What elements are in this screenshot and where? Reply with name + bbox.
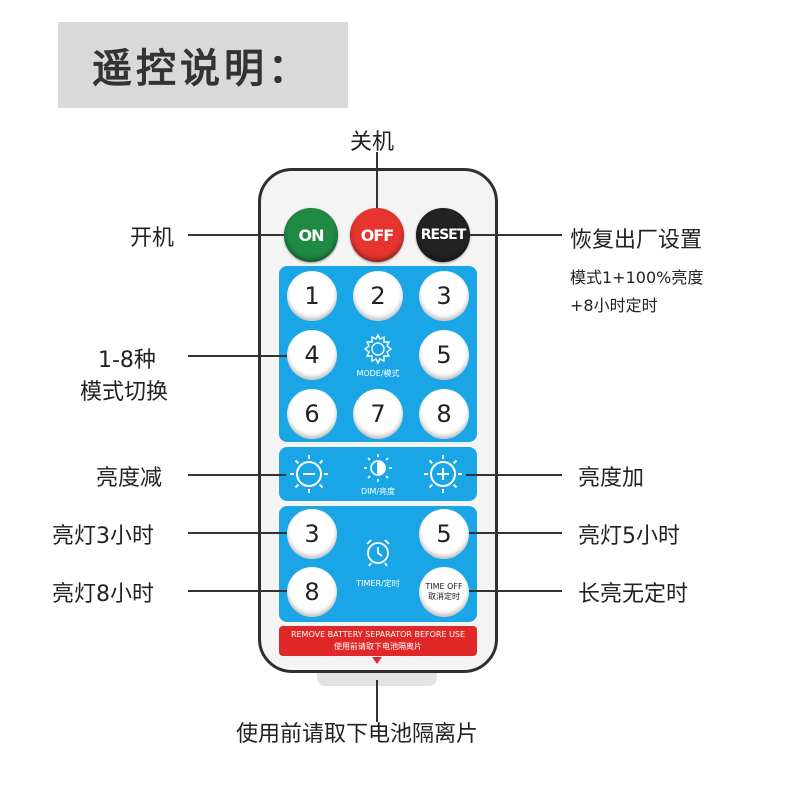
timer-label: TIMER/定时 xyxy=(356,579,400,588)
key-3[interactable]: 3 xyxy=(419,271,469,321)
label-reset-note1: 模式1+100%亮度 xyxy=(570,268,704,287)
callout-line-off xyxy=(376,152,378,208)
separator-notice-en: REMOVE BATTERY SEPARATOR BEFORE USE xyxy=(290,630,466,639)
time-off-line2: 取消定时 xyxy=(428,592,460,601)
gear-icon xyxy=(363,333,393,365)
key-2[interactable]: 2 xyxy=(353,271,403,321)
timer-8-button[interactable]: 8 xyxy=(287,567,337,617)
callout-line-reset xyxy=(470,234,562,236)
timer-3-button[interactable]: 3 xyxy=(287,509,337,559)
label-dim-down: 亮度减 xyxy=(96,466,163,491)
label-modes-line2: 模式切换 xyxy=(80,380,169,405)
label-timer8: 亮灯8小时 xyxy=(52,582,154,607)
label-timer5: 亮灯5小时 xyxy=(578,524,680,549)
callout-line-timer3 xyxy=(188,532,287,534)
time-off-button[interactable]: TIME OFF 取消定时 xyxy=(419,567,469,617)
label-reset-note2: +8小时定时 xyxy=(570,296,658,315)
key-6[interactable]: 6 xyxy=(287,389,337,439)
brightness-icon xyxy=(364,454,392,482)
title-banner xyxy=(58,22,348,108)
page-title: 遥控说明： xyxy=(92,46,312,92)
off-button[interactable]: OFF xyxy=(350,208,404,262)
label-reset: 恢复出厂设置 xyxy=(570,228,703,253)
time-off-line1: TIME OFF xyxy=(425,582,463,591)
callout-line-dim-up xyxy=(466,474,562,476)
key-5[interactable]: 5 xyxy=(419,330,469,380)
dim-down-icon[interactable] xyxy=(286,451,332,497)
label-power-off: 关机 xyxy=(350,130,395,155)
key-1[interactable]: 1 xyxy=(287,271,337,321)
mode-label: MODE/模式 xyxy=(356,369,400,378)
on-button[interactable]: ON xyxy=(284,208,338,262)
callout-line-dim-down xyxy=(188,474,286,476)
separator-notice: REMOVE BATTERY SEPARATOR BEFORE USE 使用前请… xyxy=(279,626,477,656)
separator-notice-cn: 使用前请取下电池隔离片 xyxy=(334,642,422,651)
reset-button[interactable]: RESET xyxy=(416,208,470,262)
label-power-on: 开机 xyxy=(130,226,175,251)
callout-line-timer5 xyxy=(469,532,562,534)
dim-up-icon[interactable] xyxy=(420,451,466,497)
key-4[interactable]: 4 xyxy=(287,330,337,380)
label-timer3: 亮灯3小时 xyxy=(52,524,154,549)
callout-line-separator xyxy=(376,680,378,722)
key-8[interactable]: 8 xyxy=(419,389,469,439)
label-separator: 使用前请取下电池隔离片 xyxy=(236,722,479,747)
alarm-clock-icon xyxy=(366,539,390,567)
label-dim-up: 亮度加 xyxy=(578,466,645,491)
timer-5-button[interactable]: 5 xyxy=(419,509,469,559)
arrow-down-icon xyxy=(372,657,382,664)
callout-line-on xyxy=(188,234,284,236)
label-no-timer: 长亮无定时 xyxy=(578,582,689,607)
dim-label: DIM/亮度 xyxy=(360,487,396,496)
label-modes-line1: 1-8种 xyxy=(98,348,156,373)
key-7[interactable]: 7 xyxy=(353,389,403,439)
callout-line-timer8 xyxy=(188,590,287,592)
callout-line-no-timer xyxy=(469,590,562,592)
callout-line-modes xyxy=(188,355,287,357)
